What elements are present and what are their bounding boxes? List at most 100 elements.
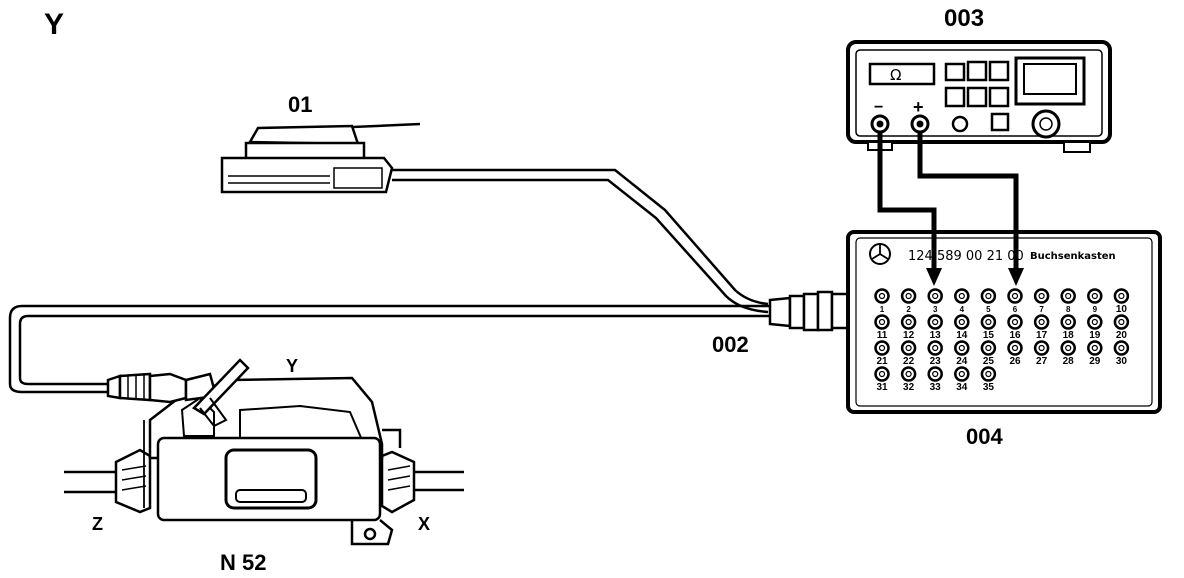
socket-number: 21: [876, 356, 888, 367]
socket-jack-center: [932, 370, 939, 378]
socket-20: 20: [1113, 314, 1130, 341]
socket-2: 2: [900, 288, 917, 314]
socket-jack: [1113, 288, 1130, 304]
corner-label: Y: [44, 8, 64, 41]
socket-jack-center: [1065, 292, 1072, 300]
socket-jack: [1033, 288, 1050, 304]
socket-number: 6: [1013, 305, 1018, 314]
socket-number: 13: [930, 330, 942, 341]
socket-number: 23: [930, 356, 942, 367]
socket-jack-center: [1091, 292, 1098, 300]
socket-5: 5: [980, 288, 997, 314]
socket-7: 7: [1033, 288, 1050, 314]
socket-jack-center: [985, 370, 992, 378]
socket-number: 5: [986, 305, 991, 314]
socket-number: 2: [906, 305, 911, 314]
socket-jack: [927, 340, 943, 356]
socket-14: 14: [954, 314, 970, 341]
socket-31: 31: [874, 366, 890, 393]
socket-box-part-number: 124 589 00 21 00: [908, 249, 1024, 264]
test-lead-tips: [926, 268, 1024, 286]
socket-jack: [900, 366, 917, 382]
socket-number: 28: [1063, 356, 1075, 367]
cable-label: 002: [712, 332, 749, 357]
socket-jack-center: [985, 344, 992, 352]
socket-16: 16: [1007, 314, 1023, 341]
socket-number: 9: [1093, 305, 1098, 314]
socket-number: 7: [1039, 305, 1044, 314]
adapter-label: 01: [288, 92, 312, 117]
socket-number: 25: [983, 356, 995, 367]
module-top-label: Y: [286, 356, 298, 376]
socket-jack: [1033, 340, 1050, 356]
socket-jack: [954, 314, 970, 330]
socket-jack: [1033, 314, 1050, 330]
socket-jack: [1007, 340, 1023, 356]
socket-number: 32: [903, 382, 915, 393]
socket-11: 11: [874, 314, 890, 341]
socket-number: 12: [903, 330, 915, 341]
socket-jack-center: [1118, 318, 1125, 326]
socket-17: 17: [1033, 314, 1050, 341]
socket-number: 8: [1066, 305, 1071, 314]
socket-30: 30: [1113, 340, 1130, 367]
socket-28: 28: [1060, 340, 1076, 367]
socket-jack: [927, 288, 943, 304]
socket-jack-center: [932, 292, 939, 300]
socket-9: 9: [1087, 288, 1103, 314]
socket-jack-center: [1038, 318, 1045, 326]
socket-jack: [874, 314, 890, 330]
socket-jack: [900, 288, 917, 304]
socket-number: 22: [903, 356, 915, 367]
socket-number: 3: [933, 305, 938, 314]
socket-jack: [1007, 288, 1023, 304]
socket-jack: [1087, 314, 1103, 330]
socket-26: 26: [1007, 340, 1023, 367]
cable-connector: [768, 290, 850, 332]
meter-label: 003: [944, 5, 984, 32]
socket-jack-center: [958, 344, 965, 352]
socket-25: 25: [980, 340, 997, 367]
socket-number: 24: [956, 356, 968, 367]
socket-jack-center: [985, 318, 992, 326]
socket-jack: [1087, 288, 1103, 304]
socket-box-004: [846, 230, 1162, 414]
multimeter-003: [846, 40, 1112, 153]
socket-box-name: Buchsenkasten: [1030, 251, 1116, 262]
socket-jack: [874, 366, 890, 382]
socket-22: 22: [900, 340, 917, 367]
socket-jack-center: [932, 318, 939, 326]
socket-jack: [980, 314, 997, 330]
socket-21: 21: [874, 340, 890, 367]
socket-jack: [1060, 340, 1076, 356]
socket-number: 34: [956, 382, 968, 393]
socket-24: 24: [954, 340, 970, 367]
socket-18: 18: [1060, 314, 1076, 341]
socket-jack: [900, 314, 917, 330]
socket-jack-center: [1038, 292, 1045, 300]
module-n52: [64, 358, 464, 546]
socket-jack: [1087, 340, 1103, 356]
test-leads: [877, 132, 1019, 276]
socket-number: 29: [1089, 356, 1101, 367]
socket-number: 18: [1063, 330, 1075, 341]
socket-jack: [1113, 314, 1130, 330]
socket-4: 4: [954, 288, 970, 314]
socket-jack-center: [878, 344, 886, 352]
socket-number: 19: [1089, 330, 1101, 341]
socket-jack-center: [1011, 318, 1019, 326]
socket-29: 29: [1087, 340, 1103, 367]
socket-jack: [954, 340, 970, 356]
socket-number: 10: [1116, 304, 1128, 315]
socket-jack-center: [1011, 344, 1019, 352]
socket-8: 8: [1060, 288, 1076, 314]
module-right-label: X: [418, 514, 430, 534]
socket-jack-center: [905, 292, 912, 300]
socket-number: 20: [1116, 330, 1128, 341]
socket-jack: [874, 340, 890, 356]
socket-jack: [1113, 340, 1130, 356]
socket-jack: [900, 340, 917, 356]
socket-10: 10: [1113, 288, 1130, 315]
